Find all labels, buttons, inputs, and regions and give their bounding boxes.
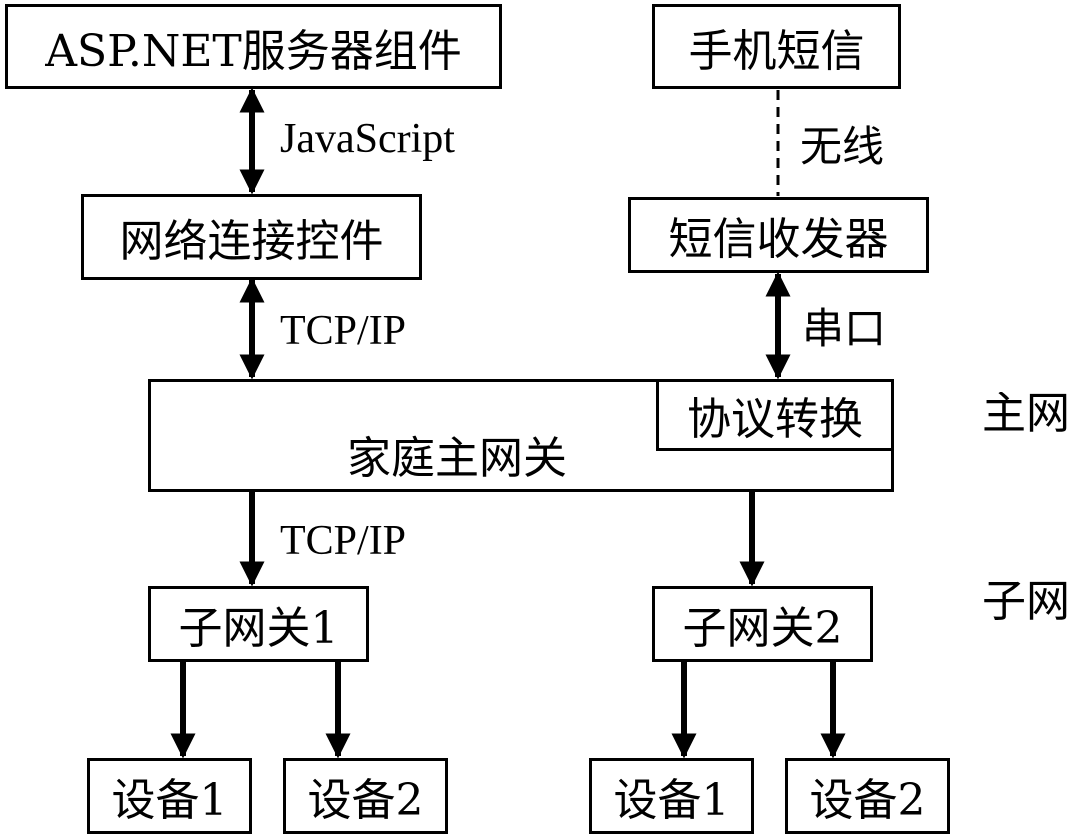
subgateway-1-box: 子网关1	[148, 586, 369, 662]
home-gateway-label: 家庭主网关	[347, 433, 567, 484]
device-2-left-box: 设备2	[283, 758, 448, 834]
device-1-left-box: 设备1	[87, 758, 252, 834]
edge-label-javascript: JavaScript	[280, 116, 455, 162]
asp-server-box: ASP.NET服务器组件	[5, 4, 502, 89]
protocol-convert-box: 协议转换	[656, 379, 894, 451]
network-control-box: 网络连接控件	[81, 194, 422, 280]
level-label-main-net: 主网	[982, 392, 1070, 436]
subgateway-2-box: 子网关2	[652, 586, 873, 662]
edge-label-serial: 串口	[802, 304, 887, 353]
device-2-right-box: 设备2	[785, 758, 950, 834]
sms-transceiver-box: 短信收发器	[628, 197, 929, 273]
edge-label-tcpip-top: TCP/IP	[280, 308, 407, 354]
device-1-right-box: 设备1	[589, 758, 754, 834]
edge-label-tcpip-bottom: TCP/IP	[280, 518, 407, 564]
sms-phone-box: 手机短信	[652, 4, 901, 89]
edge-label-wireless: 无线	[800, 122, 885, 171]
level-label-sub-net: 子网	[982, 580, 1070, 624]
